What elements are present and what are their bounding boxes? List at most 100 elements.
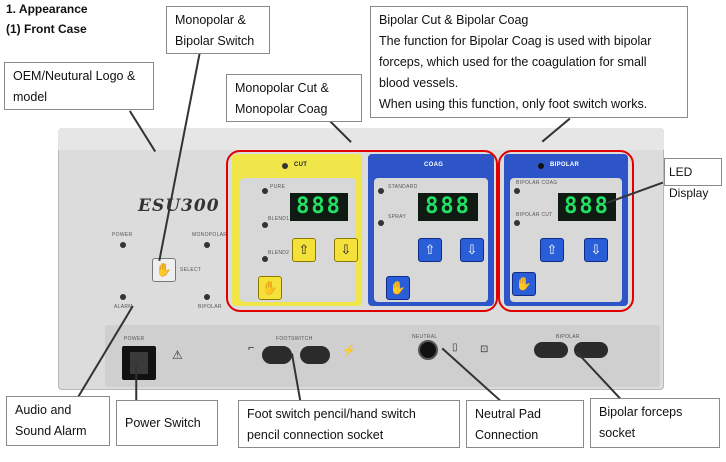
bipolar-socket-1[interactable] bbox=[534, 342, 568, 358]
monopolar-highlight bbox=[226, 150, 498, 312]
select-label: SELECT bbox=[180, 267, 202, 273]
cut-down-button[interactable]: ⇩ bbox=[334, 238, 358, 262]
hand-icon: ✋ bbox=[261, 280, 279, 295]
power-label: POWER bbox=[112, 232, 133, 238]
bipolar-led bbox=[204, 294, 210, 300]
callout-oem-logo: OEM/Neutural Logo & model bbox=[4, 62, 154, 110]
callout-led-display: LED Display bbox=[664, 158, 722, 200]
pure-label: PURE bbox=[270, 184, 286, 190]
warning-icon: ⚠ bbox=[172, 348, 183, 362]
callout-line: Audio and bbox=[15, 403, 72, 417]
bi-coag-led bbox=[514, 188, 520, 194]
callout-line: Monopolar & bbox=[175, 13, 246, 27]
neutral-pad-icon: ▯ bbox=[452, 342, 458, 353]
section-heading: 1. Appearance bbox=[6, 2, 88, 16]
arrow-down-icon: ⇩ bbox=[466, 242, 478, 257]
subsection-heading: (1) Front Case bbox=[6, 22, 87, 36]
spray-led bbox=[378, 220, 384, 226]
cut-led bbox=[282, 163, 288, 169]
callout-line: socket bbox=[599, 426, 636, 440]
pure-led bbox=[262, 188, 268, 194]
hand-icon: ✋ bbox=[155, 262, 173, 277]
cut-up-button[interactable]: ⇧ bbox=[292, 238, 316, 262]
callout-line: Bipolar forceps bbox=[599, 405, 683, 419]
bipolar-mode-button[interactable]: ✋ bbox=[512, 272, 536, 296]
bipolar-up-button[interactable]: ⇧ bbox=[540, 238, 564, 262]
callout-line: Bipolar Switch bbox=[175, 34, 255, 48]
callout-bipolar-forceps: Bipolar forceps socket bbox=[590, 398, 720, 448]
callout-line: LED Display bbox=[669, 165, 709, 200]
callout-line: Connection bbox=[475, 428, 539, 442]
footswitch-pedal-icon: ⌐ bbox=[248, 342, 255, 354]
footswitch-socket-2[interactable] bbox=[300, 346, 330, 364]
spray-label: SPRAY bbox=[388, 214, 407, 220]
footswitch-socket-1[interactable] bbox=[262, 346, 292, 364]
neutral-socket[interactable] bbox=[418, 340, 438, 360]
bi-coag-label: BIPOLAR COAG bbox=[516, 180, 558, 186]
monopolar-led bbox=[204, 242, 210, 248]
callout-line: When using this function, only foot swit… bbox=[379, 97, 648, 111]
bipolar-socket-label: BIPOLAR bbox=[556, 334, 580, 340]
standard-label: STANDARD bbox=[388, 184, 418, 190]
mono-bi-select-button[interactable]: ✋ bbox=[152, 258, 176, 282]
bipolar-highlight bbox=[498, 150, 634, 312]
arrow-up-icon: ⇧ bbox=[424, 242, 436, 257]
cut-mode-button[interactable]: ✋ bbox=[258, 276, 282, 300]
bipolar-label: BIPOLAR bbox=[198, 304, 222, 310]
bi-cut-led bbox=[514, 220, 520, 226]
standard-led bbox=[378, 188, 384, 194]
callout-bipolar-cut-coag: Bipolar Cut & Bipolar Coag The function … bbox=[370, 6, 688, 118]
callout-line: Neutral Pad bbox=[475, 407, 542, 421]
blend2-label: BLEND2 bbox=[268, 250, 290, 256]
blend1-label: BLEND1 bbox=[268, 216, 290, 222]
blend2-led bbox=[262, 256, 268, 262]
callout-line: forceps, which used for the coagulation … bbox=[379, 55, 647, 69]
callout-audio-alarm: Audio and Sound Alarm bbox=[6, 396, 110, 446]
bi-cut-label: BIPOLAR CUT bbox=[516, 212, 553, 218]
callout-line: Foot switch pencil/hand switch bbox=[247, 407, 416, 421]
callout-line: blood vessels. bbox=[379, 76, 459, 90]
model-logo: ESU300 bbox=[138, 196, 220, 216]
patient-icon: ⊡ bbox=[480, 344, 489, 355]
callout-line: pencil connection socket bbox=[247, 428, 384, 442]
bipolar-panel-label: BIPOLAR bbox=[550, 162, 580, 168]
blend1-led bbox=[262, 222, 268, 228]
arrow-down-icon: ⇩ bbox=[590, 242, 602, 257]
power-switch-label: POWER bbox=[124, 336, 145, 342]
alarm-led bbox=[120, 294, 126, 300]
callout-line: The function for Bipolar Coag is used wi… bbox=[379, 34, 652, 48]
hand-icon: ✋ bbox=[389, 280, 407, 295]
bipolar-display: 888 bbox=[558, 193, 616, 221]
callout-line: Power Switch bbox=[125, 416, 201, 430]
callout-line: model bbox=[13, 90, 48, 104]
coag-up-button[interactable]: ⇧ bbox=[418, 238, 442, 262]
cut-display: 888 bbox=[290, 193, 348, 221]
callout-line: Monopolar Cut & bbox=[235, 81, 329, 95]
callout-power-switch: Power Switch bbox=[116, 400, 218, 446]
callout-neutral-pad: Neutral Pad Connection bbox=[466, 400, 584, 448]
leader-power bbox=[135, 364, 137, 401]
callout-line: Monopolar Coag bbox=[235, 102, 328, 116]
alarm-label: ALARM bbox=[114, 304, 133, 310]
socket-strip bbox=[105, 325, 660, 387]
bipolar-panel-led bbox=[538, 163, 544, 169]
bipolar-socket-2[interactable] bbox=[574, 342, 608, 358]
arrow-up-icon: ⇧ bbox=[546, 242, 558, 257]
bipolar-down-button[interactable]: ⇩ bbox=[584, 238, 608, 262]
coag-display: 888 bbox=[418, 193, 478, 221]
cut-label: CUT bbox=[294, 162, 308, 168]
coag-label: COAG bbox=[424, 162, 444, 168]
coag-down-button[interactable]: ⇩ bbox=[460, 238, 484, 262]
arrow-down-icon: ⇩ bbox=[340, 242, 352, 257]
coag-mode-button[interactable]: ✋ bbox=[386, 276, 410, 300]
footswitch-label: FOOTSWITCH bbox=[276, 336, 313, 342]
callout-line: OEM/Neutural Logo & bbox=[13, 69, 136, 83]
lightning-icon: ⚡ bbox=[342, 345, 356, 357]
callout-mono-bi-switch: Monopolar & Bipolar Switch bbox=[166, 6, 270, 54]
callout-foot-switch: Foot switch pencil/hand switch pencil co… bbox=[238, 400, 460, 448]
neutral-label: NEUTRAL bbox=[412, 334, 438, 340]
device-top-edge bbox=[58, 128, 664, 150]
callout-mono-cut-coag: Monopolar Cut & Monopolar Coag bbox=[226, 74, 362, 122]
hand-icon: ✋ bbox=[515, 276, 533, 291]
power-switch-rocker bbox=[130, 352, 148, 374]
